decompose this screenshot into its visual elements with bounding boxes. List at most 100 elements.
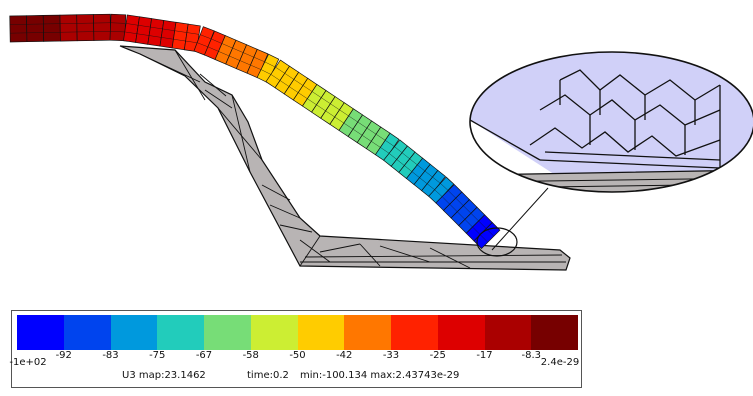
beam-mesh[interactable] — [9, 13, 501, 249]
mesh-element — [93, 13, 112, 41]
mesh-layer-line — [388, 153, 397, 160]
color-swatch — [204, 315, 251, 350]
mesh-layer-line — [307, 98, 317, 105]
tick-label: -8.3 — [521, 350, 542, 361]
mesh-layer-line — [362, 135, 372, 142]
mesh-layer-line — [441, 196, 450, 205]
mesh-layer-line — [348, 115, 358, 123]
mesh-layer-line — [339, 109, 349, 117]
mesh-element — [76, 14, 95, 42]
mesh-layer-line — [457, 211, 466, 220]
mesh-layer-line — [321, 97, 331, 104]
zoom-callout — [469, 51, 753, 257]
fe-mesh-canvas[interactable] — [0, 0, 753, 290]
mesh-layer-line — [136, 33, 150, 36]
mesh-layer-line — [480, 234, 488, 243]
tick-label: -75 — [149, 350, 166, 361]
mesh-layer-line — [385, 140, 395, 147]
tick-label: -92 — [55, 350, 72, 361]
mesh-layer-line — [211, 38, 222, 44]
color-swatch — [344, 315, 391, 350]
mesh-layer-line — [449, 204, 458, 212]
mesh-layer-line — [312, 91, 322, 98]
mesh-layer-line — [464, 219, 473, 228]
mesh-layer-line — [185, 40, 198, 44]
tick-label: -58 — [242, 350, 259, 361]
mesh-layer-line — [302, 85, 313, 92]
mesh-layer-line — [138, 25, 151, 28]
min-max-label: min:-100.134 max:2.43743e-29 — [300, 370, 460, 381]
color-swatch — [437, 315, 485, 350]
tick-label: 2.4e-29 — [540, 357, 580, 368]
tick-label: -50 — [289, 350, 306, 361]
mesh-layer-line — [173, 39, 186, 42]
mesh-layer-line — [375, 134, 386, 141]
tick-label: -17 — [476, 350, 493, 361]
mesh-layer-line — [478, 220, 487, 229]
mesh-layer-line — [250, 64, 262, 70]
color-swatch — [250, 315, 298, 350]
mesh-layer-line — [334, 116, 345, 124]
color-swatch — [63, 315, 111, 350]
mesh-layer-line — [396, 159, 405, 166]
mesh-layer-line — [330, 103, 340, 111]
mesh-element — [9, 15, 28, 43]
mesh-layer-line — [218, 51, 230, 57]
color-scale-bar — [17, 315, 578, 350]
tick-label: -1e+02 — [9, 357, 47, 368]
mesh-layer-line — [162, 28, 175, 31]
mesh-layer-line — [293, 79, 304, 86]
mesh-layer-line — [279, 80, 290, 87]
mesh-layer-line — [110, 31, 126, 33]
tick-label: -67 — [195, 350, 213, 361]
color-swatch — [391, 315, 438, 350]
color-swatch — [157, 315, 204, 350]
mesh-layer-line — [417, 164, 426, 172]
color-swatch — [484, 315, 532, 350]
mesh-layer-line — [275, 67, 285, 74]
mesh-element — [109, 13, 127, 42]
mesh-layer-line — [432, 176, 441, 184]
mesh-element — [42, 14, 61, 42]
time-label: time:0.2 — [247, 370, 289, 381]
mesh-layer-line — [124, 31, 137, 34]
mesh-layer-line — [411, 171, 420, 178]
mesh-layer-line — [207, 46, 219, 52]
mesh-layer-line — [110, 22, 126, 24]
legend-panel: -1e+02-92-83-75-67-58-50-42-33-25-17-8.3… — [9, 310, 582, 388]
mesh-layer-line — [186, 32, 200, 35]
mesh-layer-line — [472, 226, 481, 235]
color-swatch — [531, 315, 578, 350]
mesh-layer-line — [221, 43, 233, 49]
mesh-layer-line — [463, 205, 472, 214]
mesh-layer-line — [394, 146, 403, 153]
mesh-layer-line — [424, 170, 433, 178]
map-label: U3 map:23.1462 — [122, 370, 206, 381]
mesh-layer-line — [343, 122, 354, 130]
model-viewport[interactable] — [0, 0, 753, 290]
mesh-layer-line — [470, 213, 479, 222]
mesh-layer-line — [434, 189, 443, 197]
mesh-layer-line — [253, 57, 265, 62]
mesh-layer-line — [174, 30, 187, 33]
mesh-element — [59, 14, 78, 42]
mesh-layer-line — [229, 55, 240, 61]
mesh-layer-line — [455, 197, 464, 206]
support-frame — [119, 45, 571, 271]
mesh-layer-line — [197, 42, 209, 48]
tick-label: -42 — [336, 350, 353, 361]
mesh-layer-line — [260, 69, 272, 75]
mesh-layer-line — [243, 52, 254, 58]
mesh-layer-line — [401, 152, 410, 159]
mesh-layer-line — [357, 121, 368, 129]
mesh-layer-line — [352, 128, 363, 136]
mesh-layer-line — [419, 177, 428, 184]
mesh-layer-line — [150, 26, 163, 30]
mesh-layer-line — [404, 165, 413, 172]
tick-label: -83 — [102, 350, 119, 361]
mesh-layer-line — [149, 35, 162, 38]
mesh-layer-line — [366, 127, 377, 135]
mesh-layer-line — [264, 61, 276, 68]
mesh-element — [26, 15, 45, 43]
mesh-layer-line — [125, 23, 139, 26]
